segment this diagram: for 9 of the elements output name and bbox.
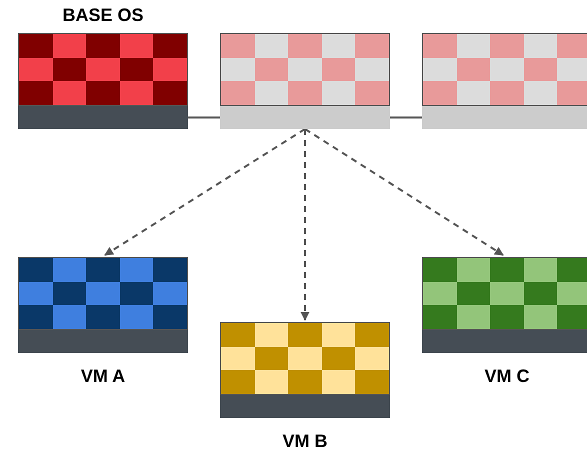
dashed-arrow	[300, 129, 310, 321]
node-label: VM C	[484, 367, 530, 385]
node-label: VM B	[282, 432, 328, 449]
node-label: BASE OS	[61, 6, 145, 24]
dashed-arrow	[304, 128, 504, 256]
dashed-arrow	[104, 128, 306, 256]
connector-line	[188, 116, 220, 118]
connector-line	[390, 116, 422, 118]
node-label: VM A	[80, 367, 126, 385]
